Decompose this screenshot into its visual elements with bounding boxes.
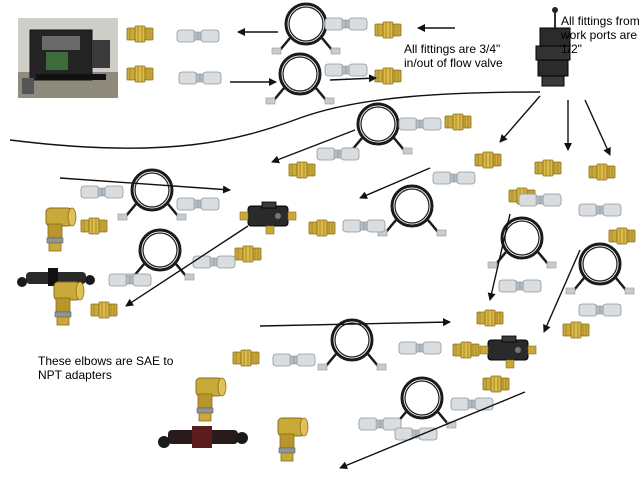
note-work-ports: All fittings from work ports are 1/2" (561, 14, 640, 56)
hose-coil-icon (124, 228, 196, 282)
straight-fitting-icon (452, 341, 480, 359)
hydraulic-cylinder-icon (158, 426, 248, 448)
elbow-adapter-icon (53, 281, 85, 326)
hose-coil-icon (264, 52, 336, 106)
hose-coupler-icon (518, 193, 562, 207)
hose-coupler-icon (432, 171, 476, 185)
flow-arrows (9, 24, 611, 470)
hose-coupler-icon (578, 303, 622, 317)
hose-coupler-icon (398, 341, 442, 355)
straight-fitting-icon (232, 349, 260, 367)
flow-divider-valve-icon (479, 335, 537, 369)
straight-fitting-icon (374, 67, 402, 85)
note-elbows-line2: NPT adapters (38, 368, 112, 382)
straight-fitting-icon (90, 301, 118, 319)
straight-fitting-icon (482, 375, 510, 393)
hose-coupler-icon (316, 147, 360, 161)
straight-fitting-icon (80, 217, 108, 235)
straight-fitting-icon (126, 25, 154, 43)
hose-coupler-icon (176, 29, 220, 43)
hose-coupler-icon (80, 185, 124, 199)
straight-fitting-icon (608, 227, 636, 245)
straight-fitting-icon (474, 151, 502, 169)
hose-coil-icon (116, 168, 188, 222)
straight-fitting-icon (588, 163, 616, 181)
note-elbows: These elbows are SAE to NPT adapters (38, 354, 208, 382)
hose-coupler-icon (398, 117, 442, 131)
hose-coupler-icon (358, 417, 402, 431)
hose-coupler-icon (324, 17, 368, 31)
hose-coupler-icon (324, 63, 368, 77)
hose-coil-icon (564, 242, 636, 296)
hose-coupler-icon (178, 71, 222, 85)
note-elbows-line1: These elbows are SAE to (38, 354, 174, 368)
elbow-adapter-icon (195, 377, 227, 422)
hose-coil-icon (486, 216, 558, 270)
hose-coupler-icon (342, 219, 386, 233)
note-flow-valve: All fittings are 3/4" in/out of flow val… (404, 42, 503, 70)
straight-fitting-icon (562, 321, 590, 339)
control-valve-icon (535, 7, 571, 87)
straight-fitting-icon (534, 159, 562, 177)
straight-fitting-icon (476, 309, 504, 327)
straight-fitting-icon (444, 113, 472, 131)
hose-coupler-icon (176, 197, 220, 211)
elbow-adapter-icon (45, 207, 77, 252)
straight-fitting-icon (126, 65, 154, 83)
hose-coupler-icon (394, 427, 438, 441)
elbow-adapter-icon (277, 417, 309, 462)
straight-fitting-icon (374, 21, 402, 39)
hose-coupler-icon (578, 203, 622, 217)
hose-coil-icon (376, 184, 448, 238)
straight-fitting-icon (308, 219, 336, 237)
straight-fitting-icon (234, 245, 262, 263)
hydraulic-cylinder-icon (17, 268, 95, 287)
hose-coil-icon (316, 318, 388, 372)
hose-coupler-icon (498, 279, 542, 293)
hose-coupler-icon (108, 273, 152, 287)
hydraulic-pump-photo (18, 18, 118, 98)
hose-coupler-icon (272, 353, 316, 367)
straight-fitting-icon (288, 161, 316, 179)
flow-divider-valve-icon (239, 201, 297, 235)
